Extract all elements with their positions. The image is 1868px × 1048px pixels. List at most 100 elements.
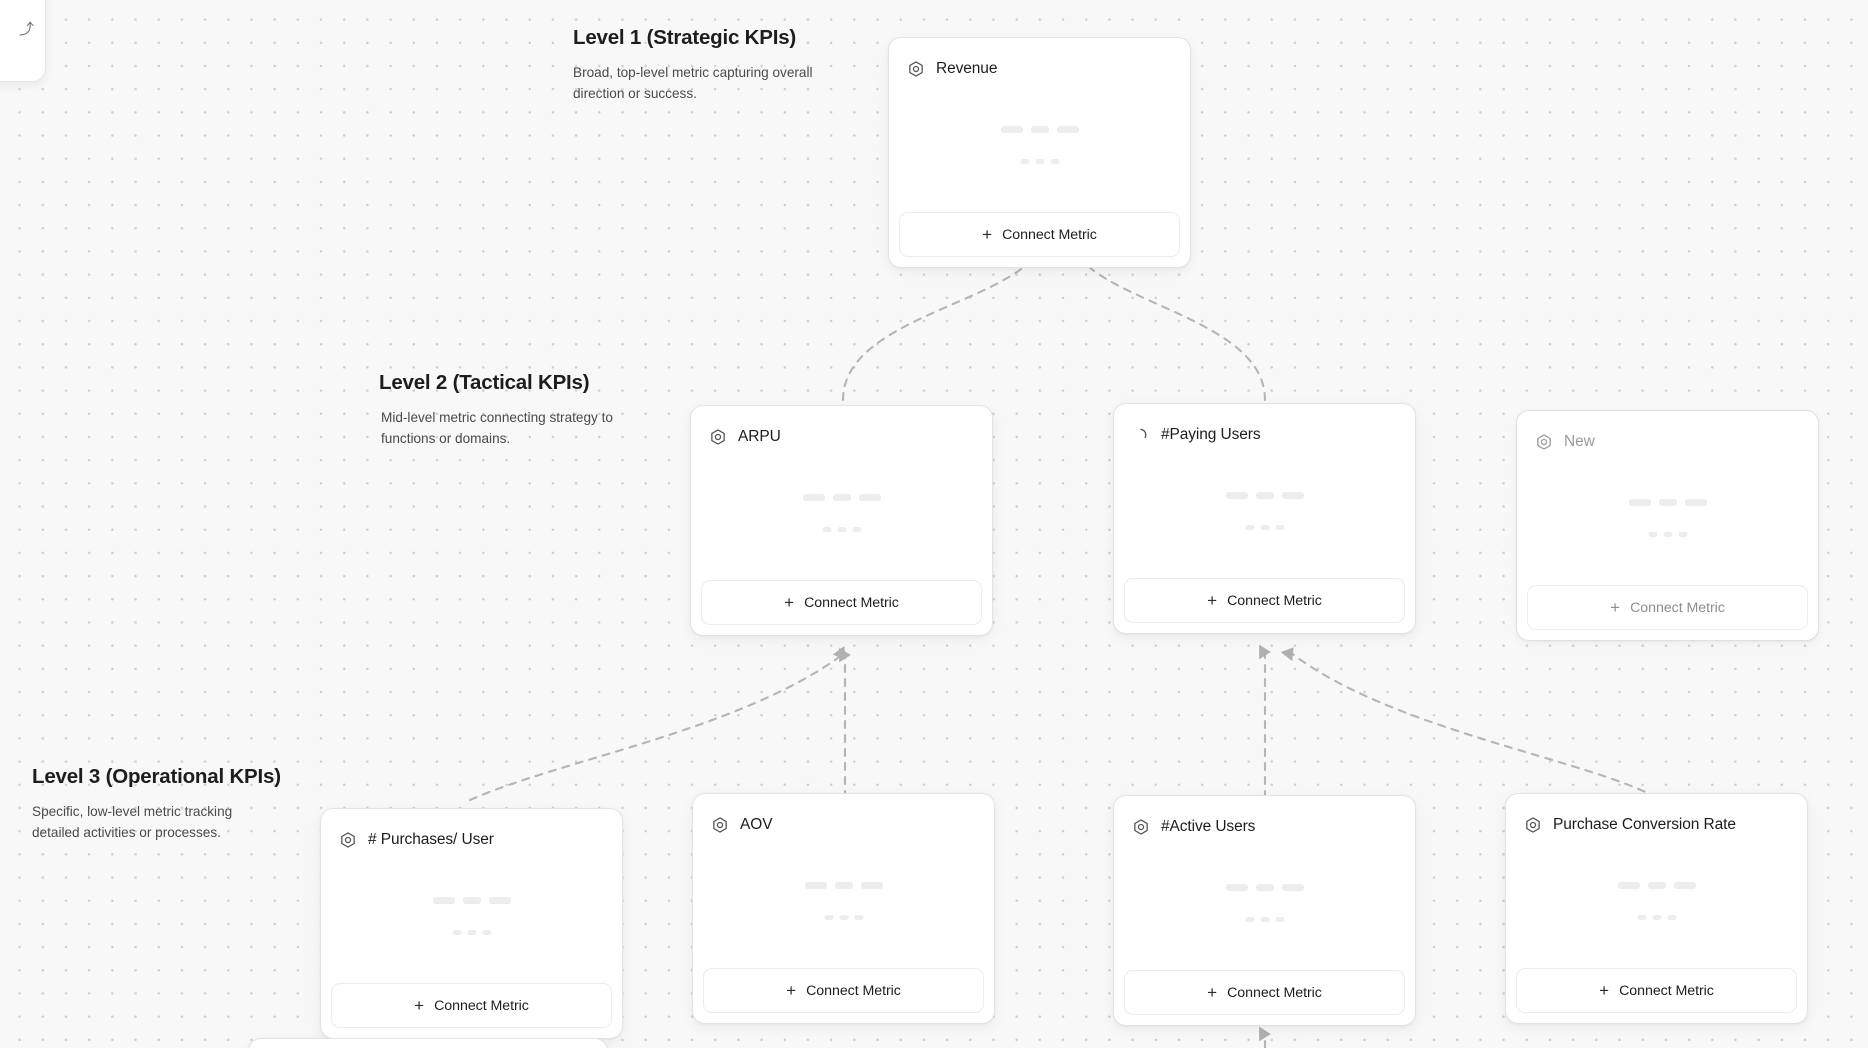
card-header: #Active Users — [1114, 796, 1415, 840]
connect-metric-button[interactable]: + Connect Metric — [899, 212, 1180, 257]
card-footer: + Connect Metric — [321, 983, 622, 1038]
card-skeleton-body — [889, 82, 1190, 212]
skeleton-bar — [860, 882, 883, 889]
skeleton-row-primary — [1628, 499, 1707, 506]
card-skeleton-body — [691, 450, 992, 580]
skeleton-bar — [854, 915, 863, 920]
card-title: # Purchases/ User — [368, 830, 494, 848]
skeleton-bar — [834, 882, 853, 889]
level-2-description: Mid-level metric connecting strategy to … — [381, 409, 613, 446]
level-1-title: Level 1 (Strategic KPIs) — [573, 26, 797, 49]
card-title: New — [1564, 432, 1595, 450]
card-skeleton-body — [321, 853, 622, 983]
level-1-description: Broad, top-level metric capturing overal… — [573, 64, 813, 101]
skeleton-row-secondary — [824, 915, 863, 920]
card-footer: + Connect Metric — [1506, 968, 1807, 1023]
skeleton-bar — [1628, 499, 1651, 506]
level-2-title: Level 2 (Tactical KPIs) — [379, 371, 590, 394]
skeleton-row-secondary — [1648, 532, 1687, 537]
skeleton-bar — [432, 897, 455, 904]
metric-card-partial-bottom[interactable] — [248, 1038, 608, 1048]
metric-card-aov[interactable]: AOV + Connect Metric — [692, 793, 995, 1024]
plus-icon: + — [414, 995, 425, 1015]
skeleton-bar — [1255, 884, 1274, 891]
skeleton-row-secondary — [1245, 917, 1284, 922]
level-3-section-label: Level 3 (Operational KPIs) Specific, low… — [32, 765, 281, 843]
skeleton-bar — [852, 527, 861, 532]
connect-metric-button[interactable]: + Connect Metric — [1527, 585, 1808, 630]
skeleton-bar — [824, 915, 833, 920]
connect-metric-label: Connect Metric — [434, 997, 529, 1014]
connect-metric-button[interactable]: + Connect Metric — [1124, 578, 1405, 623]
card-skeleton-body — [1517, 455, 1818, 585]
connect-metric-button[interactable]: + Connect Metric — [1516, 968, 1797, 1013]
card-header: AOV — [693, 794, 994, 838]
metric-card-purchases-per-user[interactable]: # Purchases/ User + Connect Metric — [320, 808, 623, 1039]
connect-metric-button[interactable]: + Connect Metric — [701, 580, 982, 625]
redo-arrow-icon[interactable]: ⤴ — [19, 21, 35, 38]
card-footer: + Connect Metric — [691, 580, 992, 635]
plus-icon: + — [1207, 982, 1218, 1002]
card-title: ARPU — [738, 427, 781, 445]
card-title: #Paying Users — [1161, 425, 1261, 443]
spinner-icon — [1132, 426, 1150, 444]
connect-metric-label: Connect Metric — [1619, 982, 1714, 999]
metric-card-paying-users[interactable]: #Paying Users + Connect Metric — [1113, 403, 1416, 634]
skeleton-bar — [1260, 525, 1269, 530]
skeleton-bar — [858, 494, 881, 501]
level-3-title: Level 3 (Operational KPIs) — [32, 765, 281, 788]
connect-metric-label: Connect Metric — [1227, 984, 1322, 1001]
skeleton-bar — [1275, 917, 1284, 922]
card-footer: + Connect Metric — [889, 212, 1190, 267]
hexagon-icon — [907, 60, 925, 78]
connect-metric-label: Connect Metric — [804, 594, 899, 611]
skeleton-bar — [1050, 159, 1059, 164]
card-header: Revenue — [889, 38, 1190, 82]
card-title: Purchase Conversion Rate — [1553, 815, 1736, 833]
skeleton-bar — [1020, 159, 1029, 164]
connect-metric-label: Connect Metric — [1227, 592, 1322, 609]
card-footer: + Connect Metric — [1114, 970, 1415, 1025]
card-title: Revenue — [936, 59, 998, 77]
skeleton-row-secondary — [452, 930, 491, 935]
card-skeleton-body — [1506, 838, 1807, 968]
skeleton-bar — [1030, 126, 1049, 133]
level-1-section-label: Level 1 (Strategic KPIs) Broad, top-leve… — [573, 26, 818, 104]
skeleton-row-primary — [1617, 882, 1696, 889]
skeleton-bar — [839, 915, 848, 920]
metric-card-arpu[interactable]: ARPU + Connect Metric — [690, 405, 993, 636]
skeleton-bar — [1281, 492, 1304, 499]
connect-metric-button[interactable]: + Connect Metric — [331, 983, 612, 1028]
skeleton-row-secondary — [1245, 525, 1284, 530]
metric-card-revenue[interactable]: Revenue + Connect Metric — [888, 37, 1191, 268]
skeleton-bar — [1225, 884, 1248, 891]
skeleton-bar — [1255, 492, 1274, 499]
skeleton-bar — [1673, 882, 1696, 889]
card-footer: + Connect Metric — [693, 968, 994, 1023]
card-header: ARPU — [691, 406, 992, 450]
metric-card-new[interactable]: New + Connect Metric — [1516, 410, 1819, 641]
skeleton-bar — [1663, 532, 1672, 537]
card-footer: + Connect Metric — [1114, 578, 1415, 633]
skeleton-bar — [1652, 915, 1661, 920]
level-2-section-label: Level 2 (Tactical KPIs) Mid-level metric… — [379, 371, 619, 449]
connect-metric-button[interactable]: + Connect Metric — [703, 968, 984, 1013]
skeleton-bar — [1245, 917, 1254, 922]
hexagon-icon — [1524, 816, 1542, 834]
card-title: AOV — [740, 815, 773, 833]
connect-metric-button[interactable]: + Connect Metric — [1124, 970, 1405, 1015]
skeleton-bar — [452, 930, 461, 935]
card-header: # Purchases/ User — [321, 809, 622, 853]
skeleton-bar — [1245, 525, 1254, 530]
skeleton-bar — [1260, 917, 1269, 922]
card-skeleton-body — [1114, 448, 1415, 578]
metric-card-purchase-conversion-rate[interactable]: Purchase Conversion Rate + Connect Metri… — [1505, 793, 1808, 1024]
skeleton-bar — [1617, 882, 1640, 889]
skeleton-row-primary — [804, 882, 883, 889]
skeleton-bar — [1275, 525, 1284, 530]
metric-card-active-users[interactable]: #Active Users + Connect Metric — [1113, 795, 1416, 1026]
corner-panel[interactable]: ⤴ — [0, 0, 46, 82]
skeleton-row-primary — [1225, 492, 1304, 499]
skeleton-row-secondary — [1637, 915, 1676, 920]
